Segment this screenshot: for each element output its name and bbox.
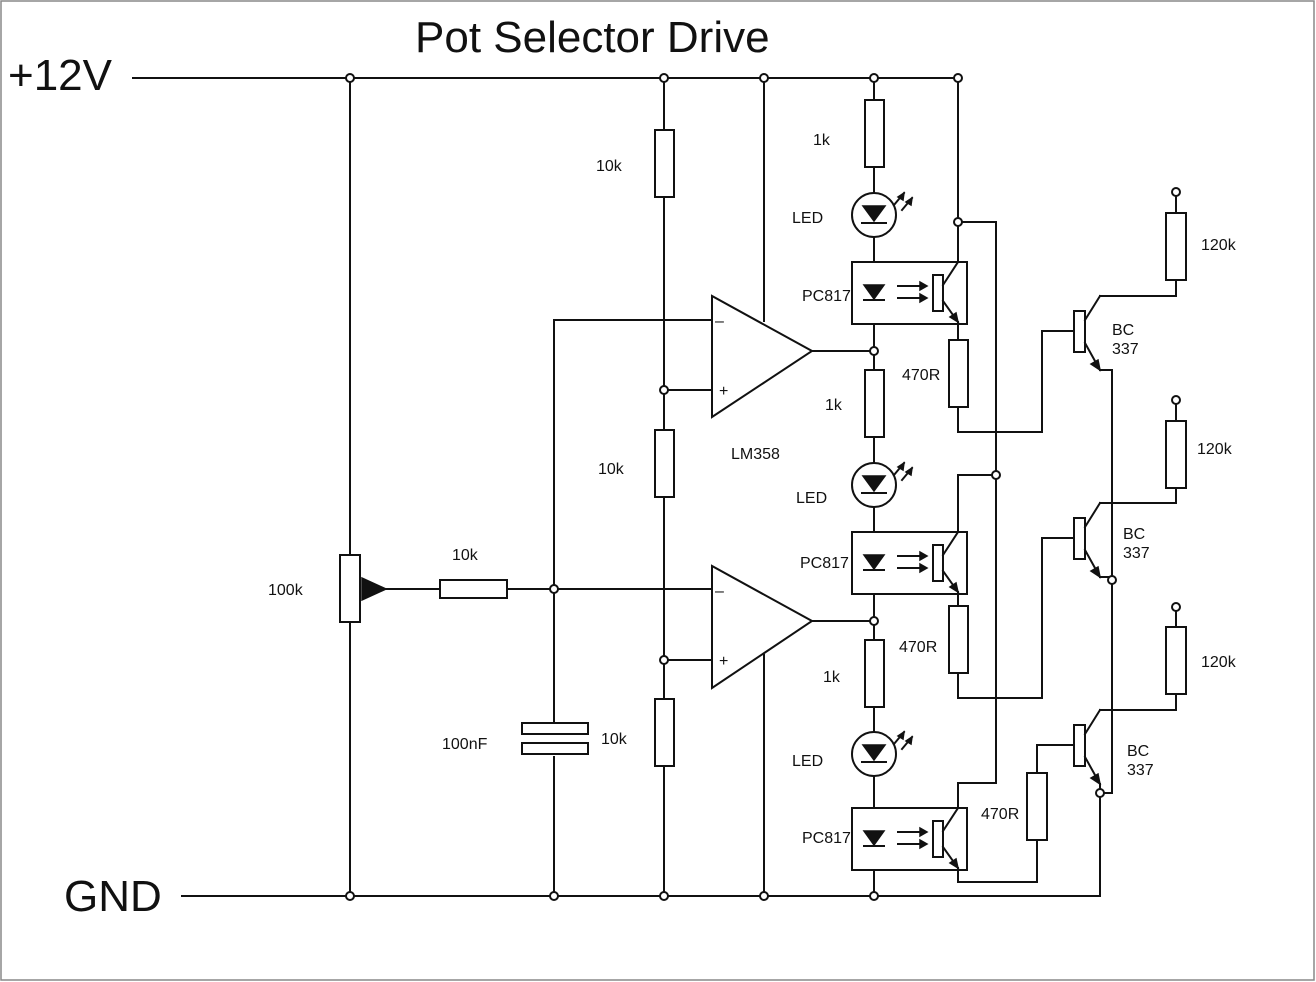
opamp-lower-plus: + xyxy=(719,653,728,670)
base-resistor-mid-label: 470R xyxy=(899,639,937,656)
pullup-mid-label: 120k xyxy=(1197,441,1233,458)
opamp-upper xyxy=(711,77,877,419)
transistor-top-label-1: BC xyxy=(1112,322,1134,339)
opamp-upper-plus: + xyxy=(719,383,728,400)
pot-label: 100k xyxy=(268,582,304,599)
capacitor xyxy=(521,722,589,755)
optocoupler-bottom xyxy=(851,806,968,871)
led-resistor-top-label: 1k xyxy=(813,132,831,149)
led-resistor-bottom-label: 1k xyxy=(823,669,841,686)
opamp-lower-minus: – xyxy=(715,583,724,600)
transistor-top-label-2: 337 xyxy=(1112,341,1139,358)
transistor-bottom-label-1: BC xyxy=(1127,743,1149,760)
opamp-lower xyxy=(711,564,877,897)
opamp-part-label: LM358 xyxy=(731,446,780,463)
ground-rail-label: GND xyxy=(64,872,162,921)
signal-bus xyxy=(553,319,713,897)
capacitor-label: 100nF xyxy=(442,736,488,753)
led-mid-label: LED xyxy=(796,490,827,507)
output-wiring xyxy=(1099,195,1187,897)
transistor-mid xyxy=(1073,501,1102,579)
voltage-divider xyxy=(654,77,713,897)
input-resistor xyxy=(439,579,713,599)
optocoupler-mid xyxy=(851,530,968,595)
led-bottom-label: LED xyxy=(792,753,823,770)
transistor-bottom xyxy=(1073,708,1102,786)
led-top-label: LED xyxy=(792,210,823,227)
opamp-upper-minus: – xyxy=(715,313,724,330)
junctions xyxy=(345,73,1117,901)
base-resistor-bottom-label: 470R xyxy=(981,806,1019,823)
pullup-top-label: 120k xyxy=(1201,237,1237,254)
divider-top-label: 10k xyxy=(596,158,623,175)
potentiometer xyxy=(339,77,441,897)
opto-wiring xyxy=(948,77,1075,883)
input-resistor-label: 10k xyxy=(452,547,479,564)
led-resistor-mid-label: 1k xyxy=(825,397,843,414)
transistor-mid-label-2: 337 xyxy=(1123,545,1150,562)
transistor-top xyxy=(1073,294,1102,372)
optocoupler-top xyxy=(851,260,968,325)
transistor-mid-label-1: BC xyxy=(1123,526,1145,543)
supply-rail-label: +12V xyxy=(8,51,113,100)
transistor-bottom-label-2: 337 xyxy=(1127,762,1154,779)
divider-bottom-label: 10k xyxy=(601,731,628,748)
optocoupler-bottom-label: PC817 xyxy=(802,830,851,847)
pullup-bottom-label: 120k xyxy=(1201,654,1237,671)
optocoupler-mid-label: PC817 xyxy=(800,555,849,572)
led-top xyxy=(851,191,914,238)
optocoupler-top-label: PC817 xyxy=(802,288,851,305)
base-resistor-top-label: 470R xyxy=(902,367,940,384)
led-bottom xyxy=(851,730,914,777)
divider-mid-label: 10k xyxy=(598,461,625,478)
output-terminals xyxy=(1171,187,1181,612)
led-mid xyxy=(851,461,914,508)
diagram-title: Pot Selector Drive xyxy=(415,13,770,62)
